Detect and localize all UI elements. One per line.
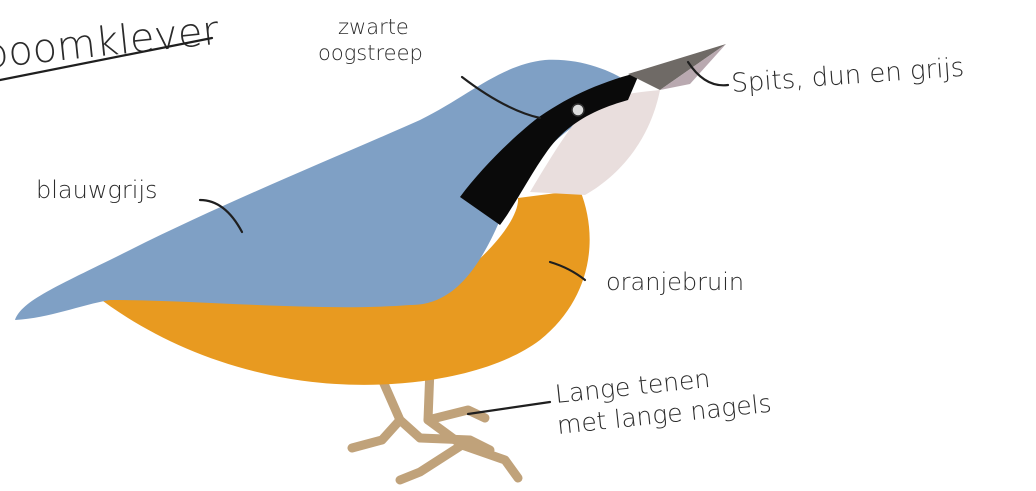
label-belly: oranjebruin <box>606 268 744 296</box>
label-eyestripe-1: zwarte <box>338 15 409 39</box>
bird-legs <box>352 368 518 480</box>
bird-eye <box>572 104 584 116</box>
label-eyestripe-2: oogstreep <box>318 41 423 65</box>
label-back: blauwgrijs <box>36 176 158 204</box>
toes-leader <box>468 402 550 414</box>
label-beak: Spits, dun en grijs <box>730 53 965 99</box>
